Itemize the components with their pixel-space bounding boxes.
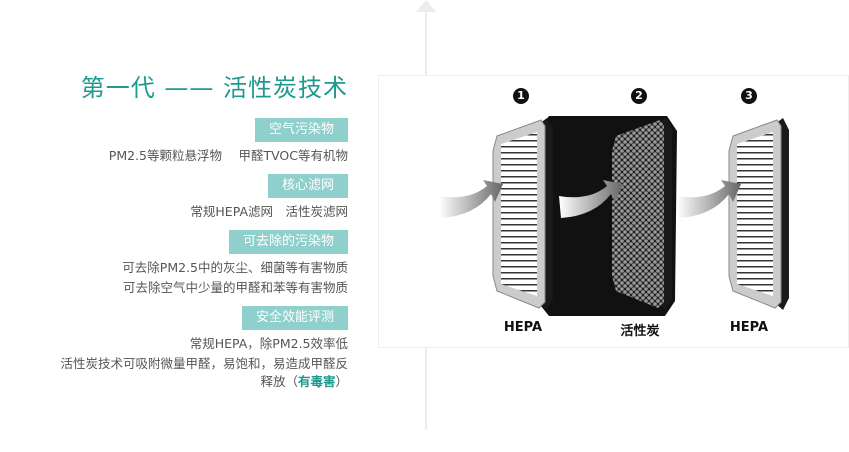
carbon-filter <box>559 118 672 310</box>
step-number-icon: 3 <box>741 88 757 104</box>
section-text: PM2.5等颗粒悬浮物 甲醛TVOC等有机物 <box>108 148 348 163</box>
filter-label: HEPA <box>503 320 543 335</box>
filter-label: HEPA <box>729 320 769 335</box>
section-badge: 可去除的污染物 <box>228 230 348 254</box>
toxic-highlight: 有毒害 <box>297 374 336 389</box>
hepa-filter-3 <box>677 118 789 310</box>
section-core-filter: 核心滤网 常规HEPA滤网 活性炭滤网 <box>20 174 348 222</box>
section-pollutants: 空气污染物 PM2.5等颗粒悬浮物 甲醛TVOC等有机物 <box>20 118 348 166</box>
section-text: 常规HEPA滤网 活性炭滤网 <box>190 204 361 219</box>
info-column: 第一代 —— 活性炭技术 空气污染物 PM2.5等颗粒悬浮物 甲醛TVOC等有机… <box>20 70 348 398</box>
page-title: 第一代 —— 活性炭技术 <box>80 74 348 102</box>
section-text: 释放（有毒害） <box>20 374 348 390</box>
filter-label: 活性炭 <box>620 324 660 339</box>
up-arrow-icon <box>416 0 436 12</box>
section-text: 常规HEPA，除PM2.5效率低 <box>189 336 348 351</box>
step-number-icon: 2 <box>631 88 647 104</box>
section-text: 可去除空气中少量的甲醛和苯等有害物质 <box>122 280 348 295</box>
filter-diagram: 1 2 3 HEPA 活性炭 HEPA <box>378 75 849 348</box>
text-prefix: 释放（ <box>260 374 298 389</box>
text-suffix: ） <box>335 374 348 389</box>
section-badge: 空气污染物 <box>254 118 348 142</box>
section-removable: 可去除的污染物 可去除PM2.5中的灰尘、细菌等有害物质 可去除空气中少量的甲醛… <box>20 230 348 298</box>
section-badge: 核心滤网 <box>267 174 348 198</box>
hepa-filter-1 <box>439 118 553 310</box>
step-number-icon: 1 <box>513 88 529 104</box>
section-badge: 安全效能评测 <box>241 306 348 330</box>
section-safety: 安全效能评测 常规HEPA，除PM2.5效率低 活性炭技术可吸附微量甲醛，易饱和… <box>20 306 348 390</box>
section-text: 活性炭技术可吸附微量甲醛，易饱和，易造成甲醛反 <box>60 356 348 371</box>
section-text: 可去除PM2.5中的灰尘、细菌等有害物质 <box>122 260 348 275</box>
filter-shapes <box>439 118 789 310</box>
